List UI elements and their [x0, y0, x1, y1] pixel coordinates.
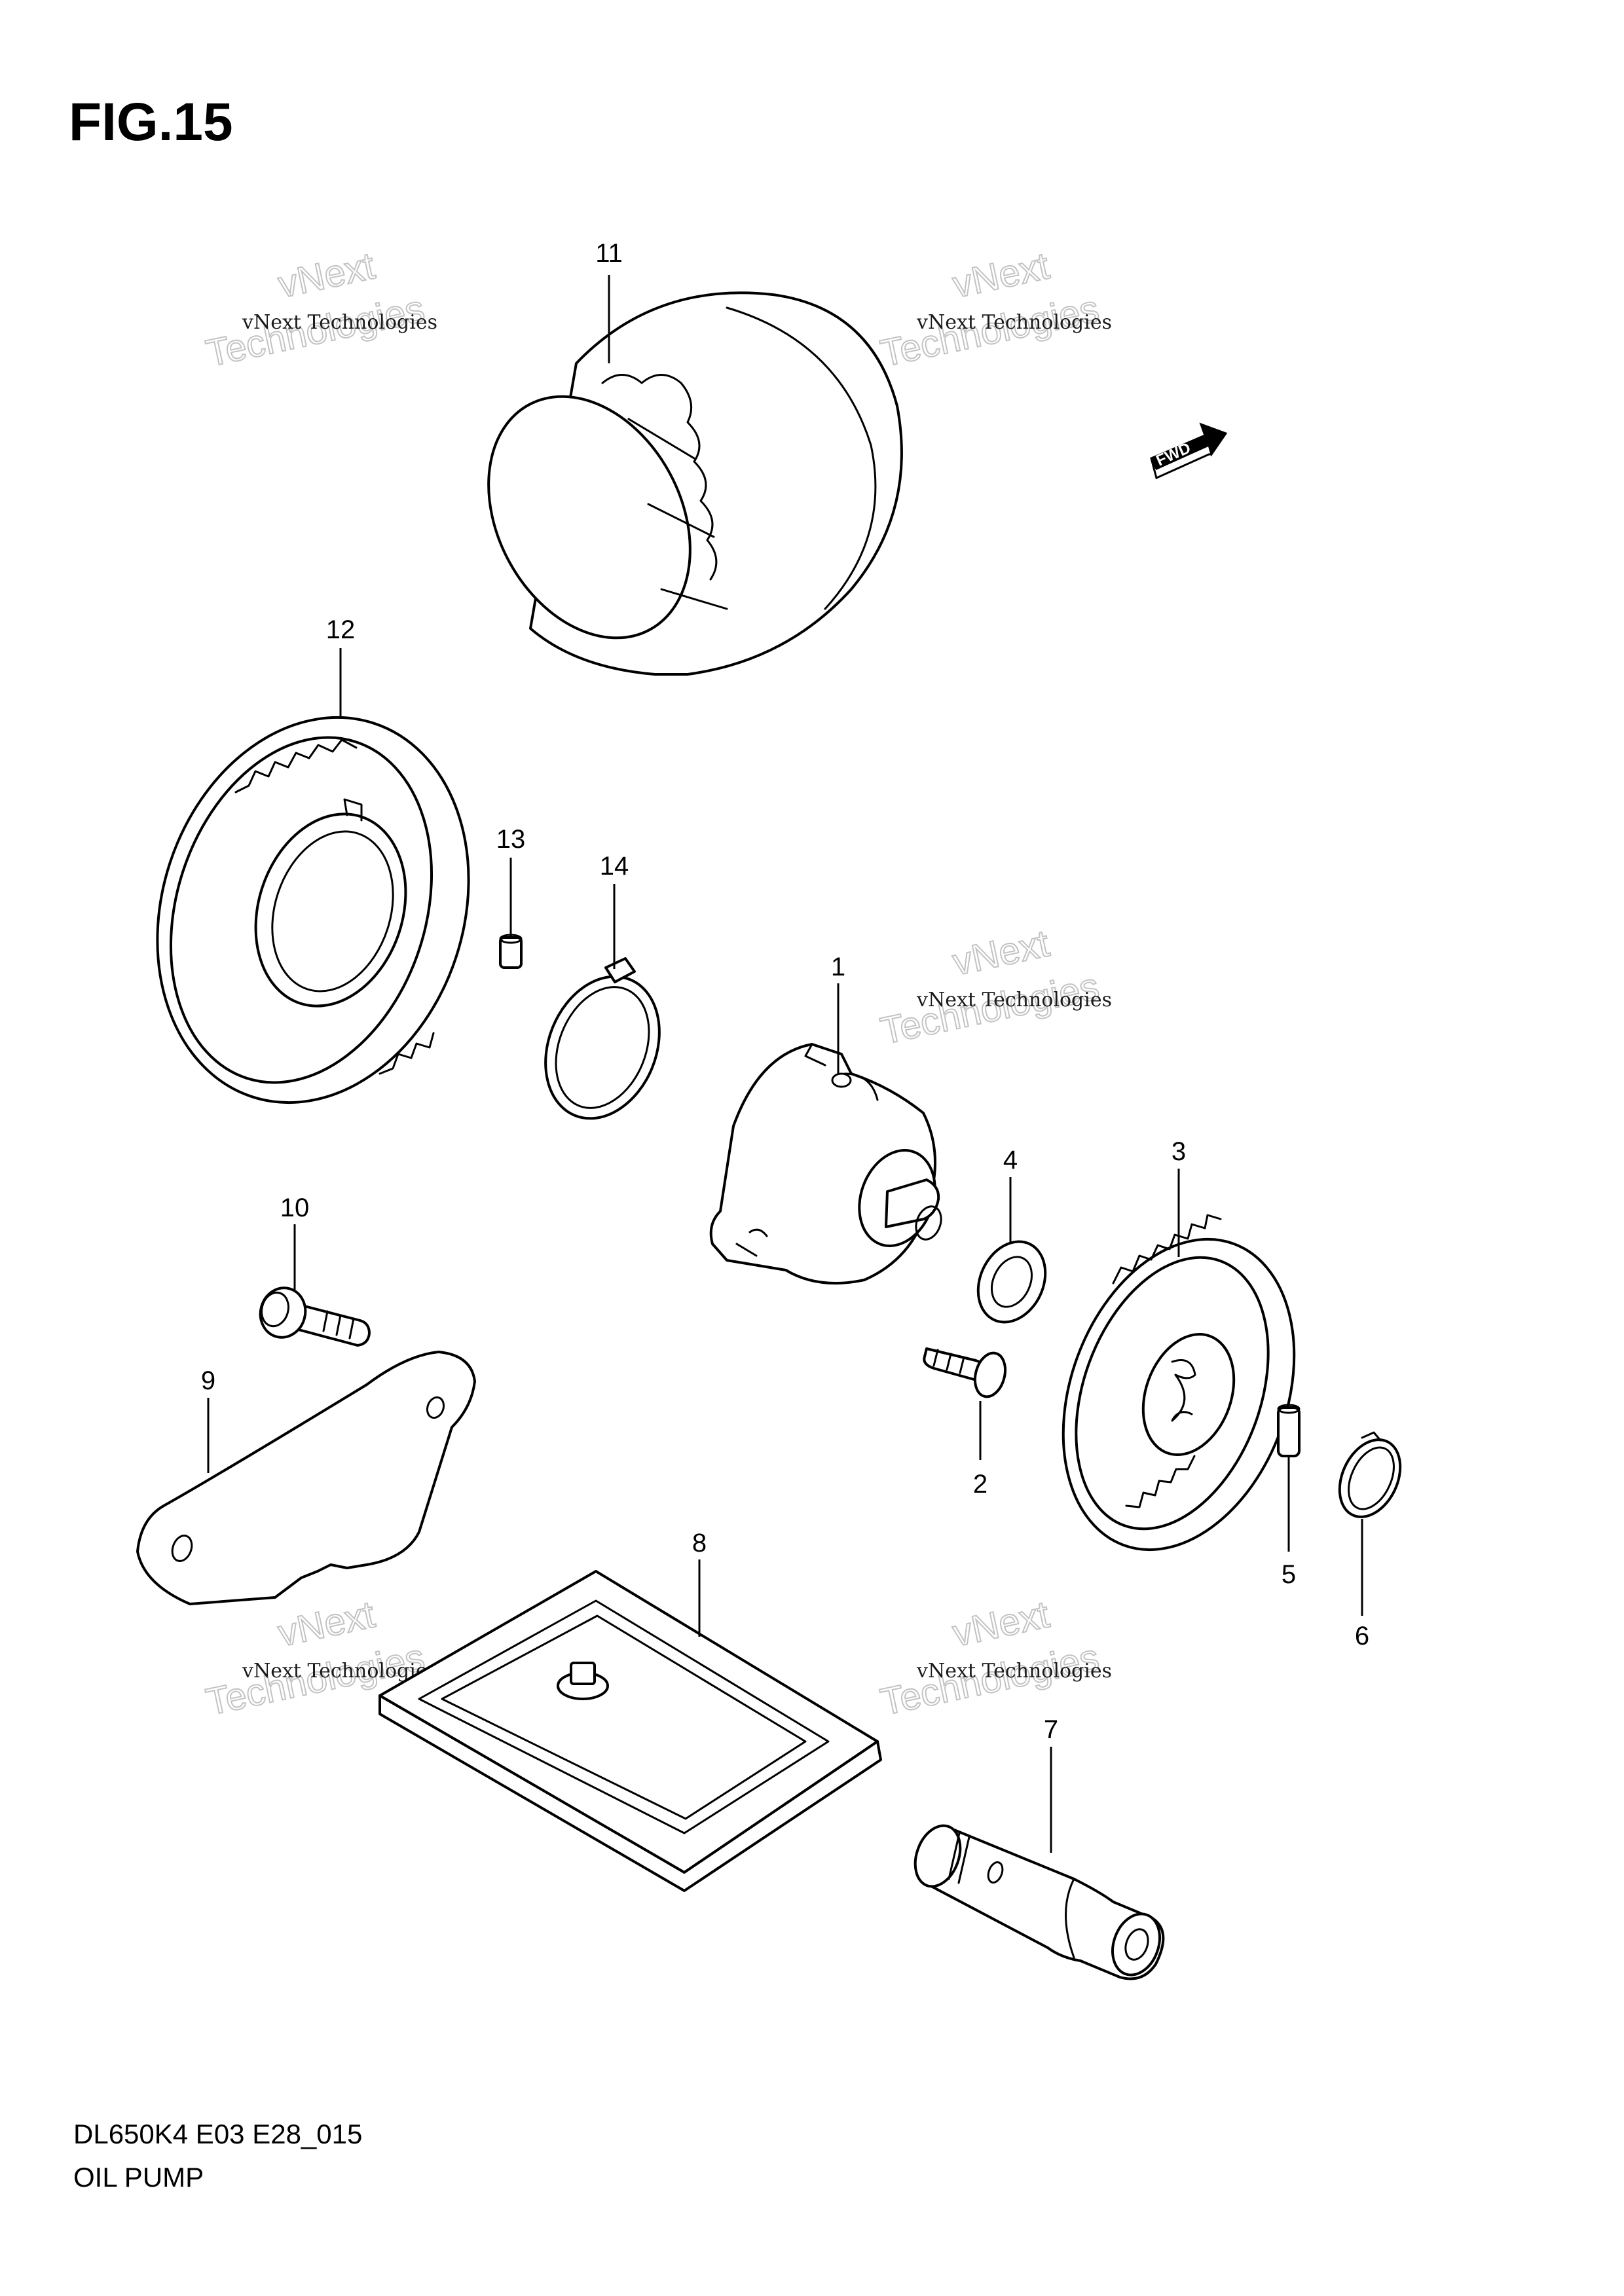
- watermark-tile: vNext Technologies vNext Technologies: [876, 1592, 1112, 1724]
- part-oil-pipe-7: [913, 1824, 1165, 1980]
- figure-title: FIG.15: [69, 92, 233, 152]
- callout-8: 8: [692, 1529, 707, 1558]
- callout-13: 13: [496, 825, 526, 854]
- part-driven-gear: [156, 716, 470, 1104]
- part-washer-4: [976, 1240, 1047, 1324]
- watermark-tile: vNext Technologies vNext Technologies: [876, 244, 1112, 375]
- part-pin-13: [499, 934, 523, 969]
- callout-4: 4: [1003, 1146, 1018, 1175]
- part-oil-pump: [709, 1043, 942, 1285]
- watermark-large-line-1: vNext: [274, 244, 378, 306]
- watermark-large-line-1: vNext: [949, 922, 1053, 983]
- callout-9: 9: [201, 1366, 215, 1395]
- part-oil-filter: [487, 291, 903, 676]
- part-drive-gear: [1061, 1214, 1296, 1552]
- watermark-small: vNext Technologies: [916, 1660, 1112, 1683]
- watermark-tile: vNext Technologies vNext Technologies: [876, 921, 1112, 1053]
- callout-3: 3: [1172, 1137, 1186, 1166]
- fwd-arrow: FWD: [1149, 422, 1228, 480]
- callout-5: 5: [1282, 1560, 1296, 1589]
- fwd-arrow-label: FWD: [1153, 439, 1193, 470]
- callout-12: 12: [326, 615, 356, 644]
- watermark-large-line-1: vNext: [949, 244, 1053, 306]
- part-bolt-10: [259, 1286, 371, 1347]
- callout-1: 1: [831, 953, 845, 981]
- leader-lines: [207, 275, 1363, 1853]
- model-code: DL650K4 E03 E28_015: [73, 2119, 363, 2149]
- callout-7: 7: [1044, 1715, 1058, 1744]
- part-screw-2: [923, 1347, 1007, 1398]
- part-circlip-6: [1338, 1431, 1402, 1518]
- callout-6: 6: [1355, 1622, 1369, 1650]
- section-name: OIL PUMP: [73, 2162, 204, 2193]
- callout-11: 11: [595, 239, 623, 268]
- watermark-large-line-1: vNext: [949, 1593, 1053, 1654]
- watermark-small: vNext Technologies: [916, 311, 1112, 334]
- callout-2: 2: [973, 1470, 987, 1499]
- watermark-large-line-1: vNext: [274, 1593, 378, 1654]
- watermark-small: vNext Technologies: [916, 989, 1112, 1011]
- watermark-small: vNext Technologies: [242, 311, 437, 334]
- callout-10: 10: [280, 1194, 310, 1222]
- watermark-small: vNext Technologies: [242, 1660, 437, 1683]
- part-circlip-14: [544, 957, 661, 1120]
- part-pin-5: [1277, 1404, 1301, 1457]
- callout-14: 14: [600, 852, 629, 881]
- part-oil-strainer: [378, 1570, 882, 1892]
- callout-labels: 11 12 13 14 1 4 3 10 9 2 5 6 8 7: [201, 239, 1369, 1744]
- part-plate-9: [136, 1351, 476, 1605]
- watermark-tile: vNext Technologies vNext Technologies: [202, 244, 437, 375]
